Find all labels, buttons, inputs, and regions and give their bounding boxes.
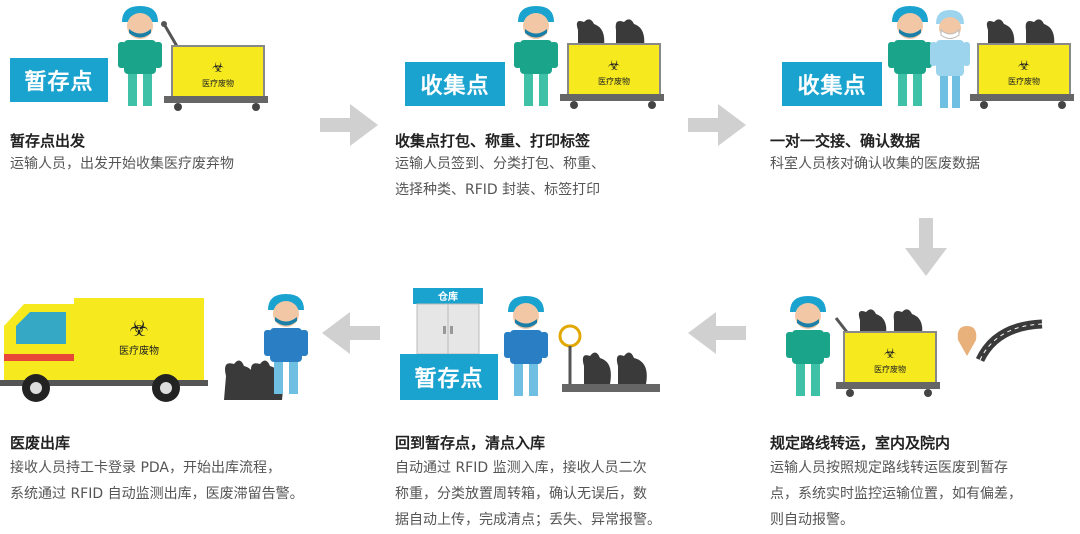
arrow-right-icon [688, 104, 746, 146]
svg-text:☣: ☣ [212, 60, 225, 76]
step-description: 科室人员核对确认收集的医废数据 [770, 156, 980, 172]
step-title: 暂存点出发 [10, 132, 86, 150]
step-title: 回到暂存点，清点入库 [395, 434, 546, 452]
location-tag: 暂存点 [10, 58, 108, 102]
scale-icon [558, 324, 660, 392]
arrow-down-icon [905, 218, 947, 276]
arrow-left-icon [688, 312, 746, 354]
medical-waste-cart-icon: ☣ 医疗废物 [161, 21, 268, 111]
svg-text:医疗废物: 医疗废物 [119, 344, 159, 357]
worker-icon [504, 296, 548, 396]
location-tag: 暂存点 [400, 354, 498, 400]
svg-text:医疗废物: 医疗废物 [874, 364, 906, 374]
route-icon [975, 319, 1043, 363]
step-title: 规定路线转运，室内及院内 [770, 434, 951, 452]
worker-icon [118, 6, 162, 106]
svg-text:医疗废物: 医疗废物 [202, 78, 234, 88]
staff-icon [930, 10, 970, 108]
svg-text:医疗废物: 医疗废物 [598, 76, 630, 86]
medical-waste-cart-icon: ☣ 医疗废物 [560, 19, 664, 109]
svg-text:☣: ☣ [884, 346, 897, 362]
svg-text:☣: ☣ [1018, 58, 1031, 74]
svg-text:仓库: 仓库 [437, 290, 458, 303]
step-description: 自动通过 RFID 监测入库，接收人员二次 称重，分类放置周转箱，确认无误后，数… [395, 460, 661, 528]
step-title: 收集点打包、称重、打印标签 [395, 132, 591, 150]
step-description: 运输人员按照规定路线转运医废到暂存 点，系统实时监控运输位置，如有偏差， 则自动… [770, 460, 1022, 528]
arrow-left-icon [322, 312, 380, 354]
step-title: 一对一交接、确认数据 [770, 132, 921, 150]
step-description: 运输人员，出发开始收集医疗废弃物 [10, 156, 234, 172]
medical-waste-cart-icon: ☣ 医疗废物 [970, 19, 1074, 109]
step-description: 运输人员签到、分类打包、称重、 选择种类、RFID 封装、标签打印 [395, 156, 605, 198]
worker-icon [888, 6, 932, 106]
location-tag: 收集点 [405, 62, 505, 106]
svg-text:医疗废物: 医疗废物 [1008, 76, 1040, 86]
location-tag: 收集点 [782, 62, 882, 106]
location-pin-icon [957, 326, 977, 356]
medical-waste-cart-icon: ☣ 医疗废物 [834, 309, 940, 397]
arrow-right-icon [320, 104, 378, 146]
step-description: 接收人员持工卡登录 PDA，开始出库流程， 系统通过 RFID 自动监测出库，医… [10, 460, 304, 502]
warehouse-icon: 仓库 [413, 288, 483, 355]
step-title: 医废出库 [10, 434, 71, 452]
svg-text:☣: ☣ [129, 317, 149, 342]
worker-icon [786, 296, 830, 396]
svg-text:☣: ☣ [608, 58, 621, 74]
truck-icon: ☣ 医疗废物 [0, 298, 208, 402]
worker-icon [264, 294, 308, 394]
worker-icon [514, 6, 558, 106]
